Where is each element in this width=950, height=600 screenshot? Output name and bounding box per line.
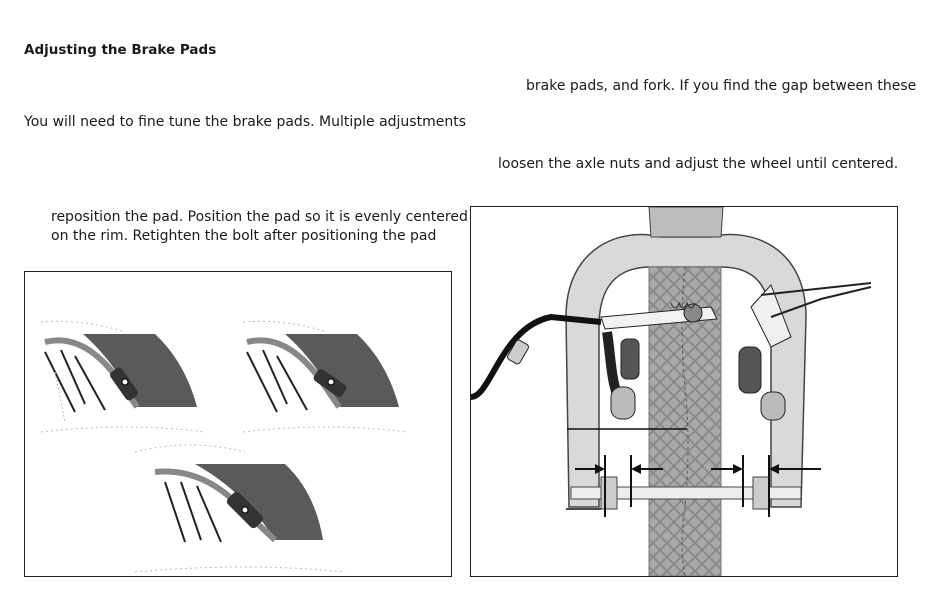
brake-pad-right-icon bbox=[738, 346, 762, 394]
paragraph-right-line-1: brake pads, and fork. If you find the ga… bbox=[526, 78, 917, 94]
pad-panel-top-right bbox=[242, 320, 408, 433]
gap-arrow-right-inner bbox=[711, 464, 743, 474]
pad-panel-top-left bbox=[40, 320, 206, 433]
tire-dark-section bbox=[195, 464, 323, 540]
fork-outline bbox=[565, 233, 807, 508]
pad-panel-bottom bbox=[134, 444, 346, 573]
brake-pad-left-icon bbox=[610, 386, 636, 420]
fork-gap-illustration bbox=[471, 207, 872, 576]
pad-position-figure bbox=[24, 271, 452, 577]
tire-dark-section bbox=[285, 334, 399, 407]
paragraph-left-line-3: on the rim. Retighten the bolt after pos… bbox=[51, 228, 437, 244]
page-title: Adjusting the Brake Pads bbox=[24, 42, 217, 58]
fork-gap-figure bbox=[470, 206, 898, 577]
paragraph-left-line-1: You will need to fine tune the brake pad… bbox=[24, 114, 466, 130]
paragraph-left-line-2: reposition the pad. Position the pad so … bbox=[51, 209, 468, 225]
axle-nut-left bbox=[600, 476, 618, 510]
gap-arrow-right-outer bbox=[769, 464, 821, 474]
axle-nut-right bbox=[752, 476, 770, 510]
paragraph-right-line-2: loosen the axle nuts and adjust the whee… bbox=[498, 156, 899, 172]
tire-dark-section bbox=[83, 334, 197, 407]
gap-arrow-left-inner bbox=[631, 464, 663, 474]
brake-cable bbox=[471, 313, 602, 400]
gap-arrow-left-outer bbox=[575, 464, 605, 474]
pad-position-illustration bbox=[40, 320, 408, 573]
